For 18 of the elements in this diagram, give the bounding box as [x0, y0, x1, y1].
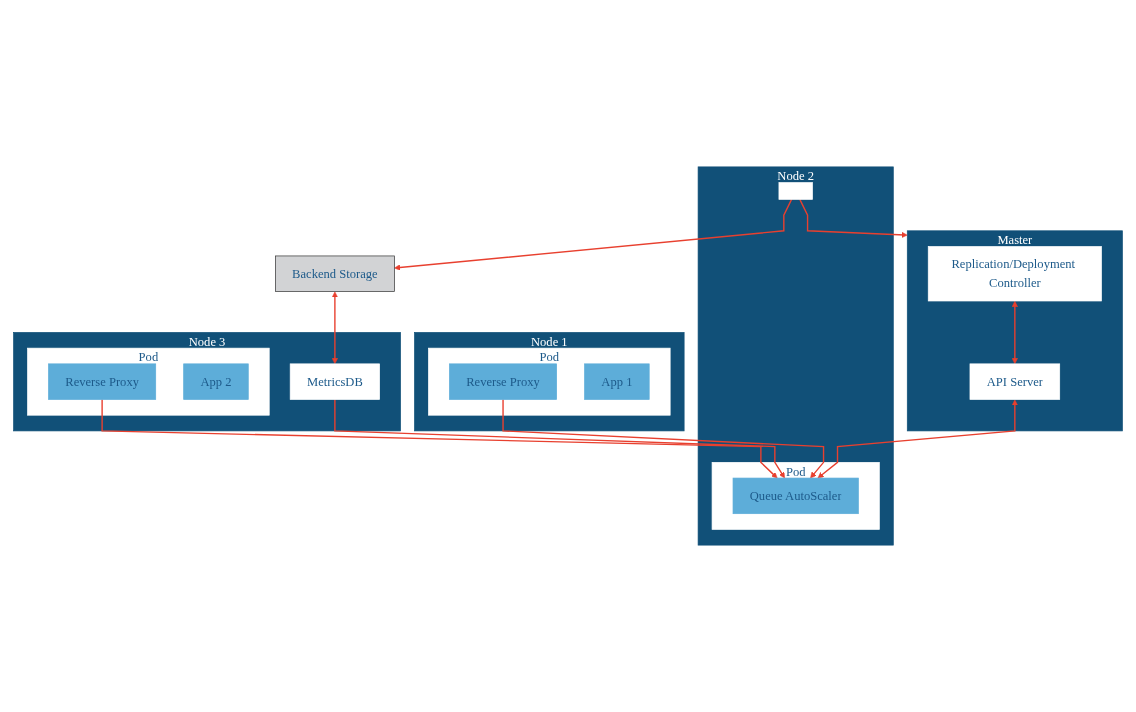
arrow	[799, 198, 908, 238]
arrow	[101, 398, 778, 479]
node-box: App 2	[183, 363, 249, 400]
node-box	[778, 182, 813, 200]
arrow	[1011, 301, 1018, 365]
arrow	[394, 198, 793, 271]
arrow	[817, 399, 1018, 479]
arrow	[502, 398, 825, 479]
arrow	[331, 291, 338, 365]
node-box: API Server	[969, 363, 1061, 400]
node-box: Reverse Proxy	[48, 363, 157, 400]
node-box: Reverse Proxy	[449, 363, 557, 400]
node-box: MetricsDB	[289, 363, 380, 400]
node-box: Backend Storage	[275, 255, 395, 292]
node-box: App 1	[584, 363, 650, 400]
node-box: Queue AutoScaler	[732, 477, 859, 515]
arrow	[334, 398, 785, 479]
node-box: Replication/Deployment Controller	[927, 246, 1102, 302]
